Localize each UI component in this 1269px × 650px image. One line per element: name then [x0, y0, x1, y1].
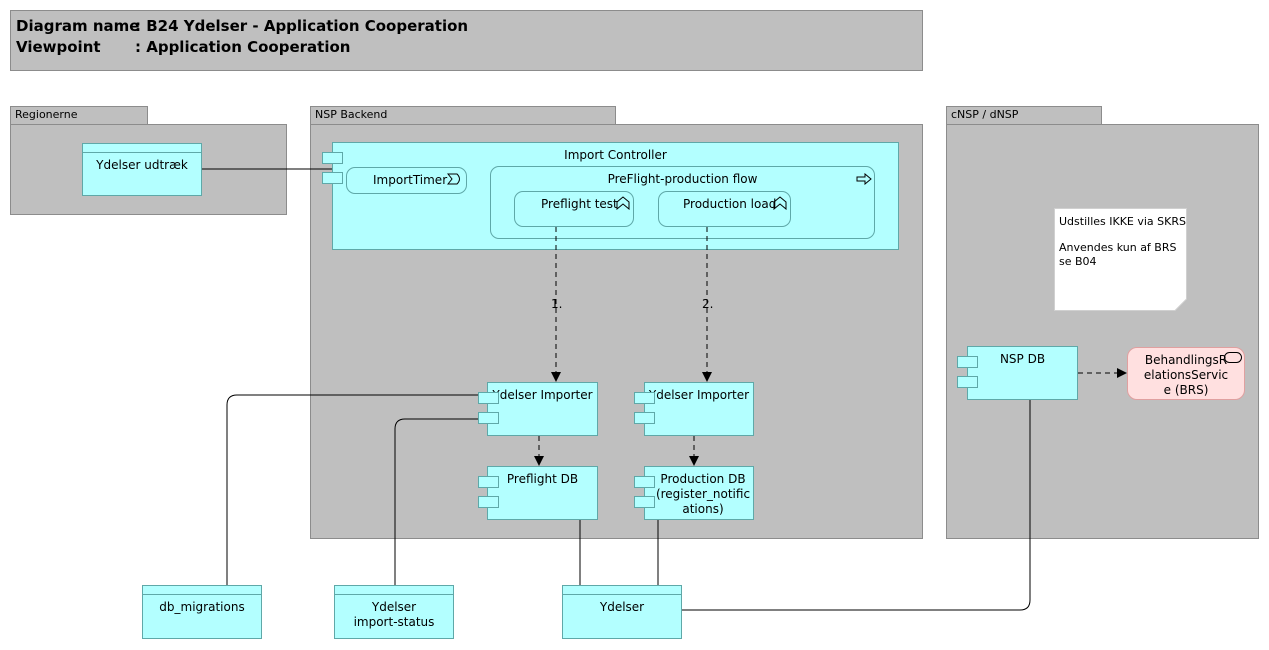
event-icon: [447, 173, 460, 185]
data-object-header-bar: [335, 586, 453, 595]
brs-service-label: BehandlingsRelationsService (BRS): [1143, 353, 1229, 397]
edge-label-step-2: 2.: [702, 297, 714, 311]
service-icon: [1224, 352, 1242, 363]
function-icon: [616, 196, 630, 210]
preflight-test-label: Preflight test: [541, 197, 618, 211]
data-object-header-bar: [83, 144, 201, 153]
brs-service-node[interactable]: BehandlingsRelationsService (BRS): [1127, 347, 1245, 400]
ydelser-importer-1-node[interactable]: Ydelser Importer: [487, 382, 598, 436]
diagram-name-key: Diagram name: [16, 17, 140, 35]
nsp-db-label: NSP DB: [999, 352, 1046, 366]
ydelser-importer-1-label: Ydelser Importer: [492, 388, 593, 402]
ydelser-import-status-label: Ydelser import-status: [353, 600, 435, 629]
diagram-name-value: : B24 Ydelser - Application Cooperation: [135, 17, 469, 35]
component-tab-icon: [957, 356, 978, 368]
component-tab-icon: [634, 496, 655, 508]
note-line-1: Udstilles IKKE via SKRS: [1059, 215, 1186, 228]
ydelser-importer-2-node[interactable]: Ydelser Importer: [644, 382, 754, 436]
note-spacer: [1059, 229, 1186, 241]
nsp-db-node[interactable]: NSP DB: [967, 346, 1078, 400]
component-tab-icon: [634, 412, 655, 424]
production-db-node[interactable]: Production DB (register_notifications): [644, 466, 754, 520]
note-node[interactable]: Udstilles IKKE via SKRS Anvendes kun af …: [1054, 208, 1187, 311]
group-label-regionerne: Regionerne: [15, 108, 78, 121]
component-tab-icon: [478, 496, 499, 508]
component-tab-icon: [634, 392, 655, 404]
viewpoint-key: Viewpoint: [16, 38, 101, 56]
component-tab-icon: [322, 172, 343, 184]
diagram-header: Diagram name: B24 Ydelser - Application …: [10, 10, 923, 71]
db-migrations-label: db_migrations: [159, 600, 245, 614]
production-load-label: Production load: [683, 197, 777, 211]
preflight-db-label: Preflight DB: [506, 472, 579, 486]
ydelser-udtraek-label: Ydelser udtræk: [96, 158, 188, 172]
group-cnsp[interactable]: [946, 124, 1259, 539]
preflight-test-node[interactable]: Preflight test: [514, 191, 634, 227]
group-tab-nsp-backend[interactable]: NSP Backend: [310, 106, 616, 125]
db-migrations-node[interactable]: db_migrations: [142, 585, 262, 639]
import-timer-label: ImportTimer: [373, 173, 448, 187]
component-tab-icon: [478, 476, 499, 488]
note-line-2: Anvendes kun af BRS: [1059, 241, 1177, 254]
component-tab-icon: [634, 476, 655, 488]
component-tab-icon: [478, 412, 499, 424]
ydelser-import-status-node[interactable]: Ydelser import-status: [334, 585, 454, 639]
production-load-node[interactable]: Production load: [658, 191, 791, 227]
production-db-label: Production DB (register_notifications): [655, 472, 751, 516]
edge-label-step-1: 1.: [551, 297, 563, 311]
note-text: Udstilles IKKE via SKRS Anvendes kun af …: [1059, 215, 1186, 269]
import-timer-node[interactable]: ImportTimer: [346, 167, 467, 194]
group-tab-regionerne[interactable]: Regionerne: [10, 106, 148, 125]
flow-arrow-icon: [856, 173, 872, 185]
diagram-name-row: Diagram name: B24 Ydelser - Application …: [16, 17, 468, 35]
note-line-3: se B04: [1059, 255, 1097, 268]
data-object-header-bar: [563, 586, 681, 595]
ydelser-node[interactable]: Ydelser: [562, 585, 682, 639]
component-tab-icon: [322, 152, 343, 164]
group-tab-cnsp[interactable]: cNSP / dNSP: [946, 106, 1102, 125]
ydelser-importer-2-label: Ydelser Importer: [648, 388, 750, 402]
ydelser-label: Ydelser: [599, 600, 645, 614]
component-tab-icon: [957, 376, 978, 388]
viewpoint-value: : Application Cooperation: [135, 38, 351, 56]
preflight-flow-label: PreFlight-production flow: [607, 172, 758, 186]
component-tab-icon: [478, 392, 499, 404]
function-icon: [773, 196, 787, 210]
import-controller-label: Import Controller: [564, 148, 667, 162]
group-label-cnsp: cNSP / dNSP: [951, 108, 1019, 121]
ydelser-udtraek-node[interactable]: Ydelser udtræk: [82, 143, 202, 196]
group-label-nsp-backend: NSP Backend: [315, 108, 388, 121]
viewpoint-row: Viewpoint : Application Cooperation: [16, 38, 350, 56]
preflight-db-node[interactable]: Preflight DB: [487, 466, 598, 520]
data-object-header-bar: [143, 586, 261, 595]
